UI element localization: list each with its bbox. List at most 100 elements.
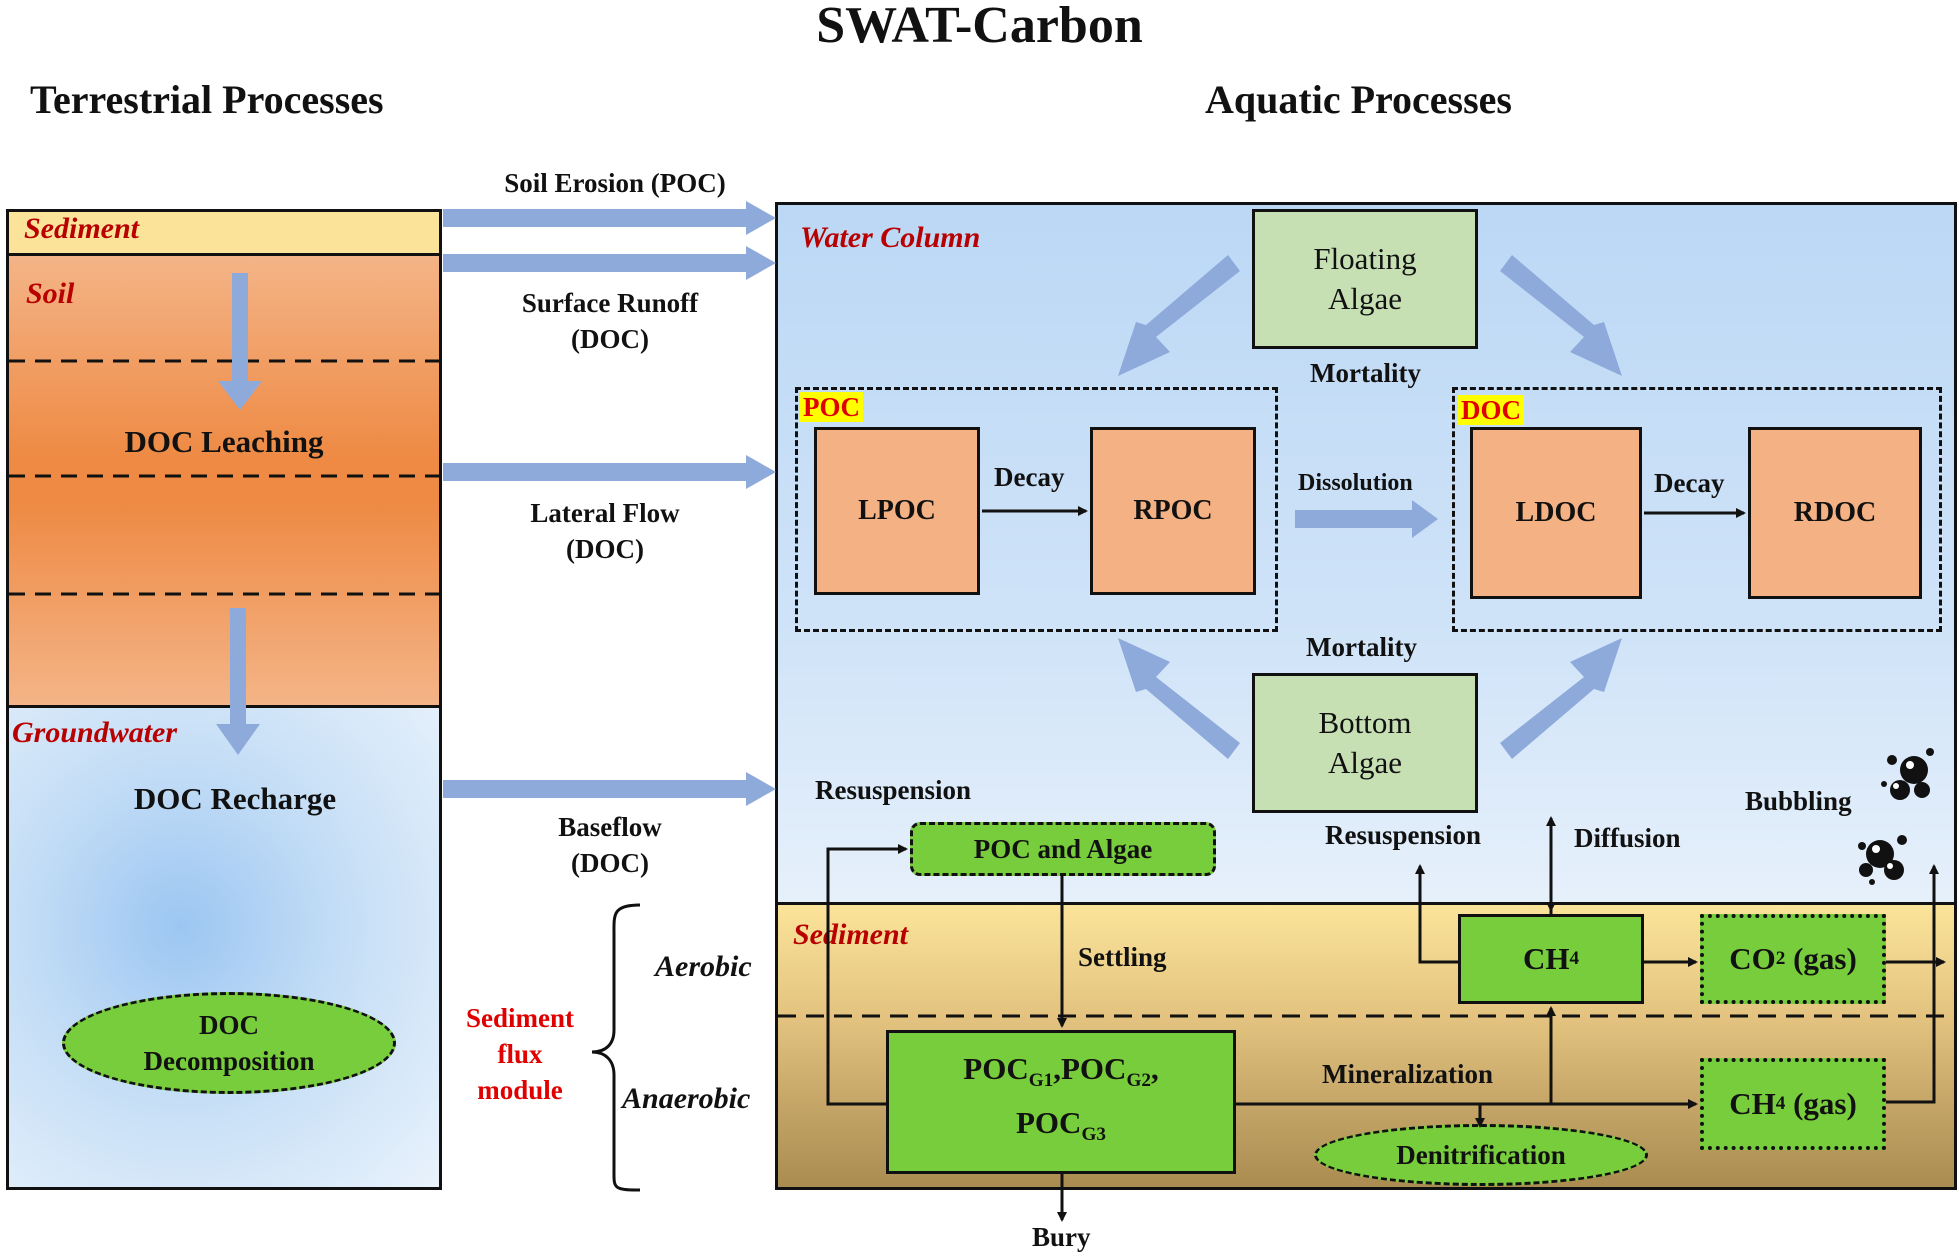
floating-algae-line1: Floating: [1313, 241, 1417, 276]
poc-g-line1: POCG1,POCG2,: [963, 1048, 1158, 1102]
ch4-text: CH: [1522, 941, 1570, 976]
poc-tag: POC: [800, 392, 863, 422]
resuspension-left-arrow: [826, 844, 908, 1106]
sediment-flux-module-line2: flux: [497, 1039, 543, 1069]
mortality-label-top: Mortality: [1310, 358, 1421, 388]
poc-g1-text: POC: [963, 1050, 1029, 1086]
sediment-flux-module-line1: Sediment: [466, 1003, 574, 1033]
denitrification-node: Denitrification: [1314, 1124, 1648, 1186]
ch4-gas-subscript: 4: [1775, 1093, 1786, 1114]
resuspension-right-arrow: [1415, 864, 1458, 964]
poc-g1-sub: G1: [1028, 1070, 1054, 1091]
poc-g-comma: ,: [1150, 1050, 1159, 1086]
bottom-algae-line2: Algae: [1327, 745, 1403, 780]
sediment-flux-brace: [591, 903, 641, 1192]
resuspension-label-right: Resuspension: [1325, 820, 1482, 850]
decay-label-doc: Decay: [1654, 468, 1725, 498]
floating-algae-line2: Algae: [1327, 281, 1403, 316]
bury-label: Bury: [1032, 1222, 1091, 1252]
aquatic-sediment-label: Sediment: [793, 918, 909, 951]
doc-recharge-arrow: [216, 608, 260, 755]
groundwater-label: Groundwater: [12, 716, 178, 749]
terrestrial-sediment-layer: [9, 212, 439, 256]
bubbling-arrow: [1886, 864, 1939, 1104]
terrestrial-panel: [6, 209, 442, 1190]
soil-erosion-label: Soil Erosion (POC): [504, 168, 726, 198]
doc-decomposition-line2: Decomposition: [143, 1046, 315, 1076]
bubbling-label: Bubbling: [1745, 786, 1852, 816]
ch4-subscript: 4: [1569, 948, 1580, 969]
diffusion-label: Diffusion: [1574, 823, 1681, 853]
aerobic-label: Aerobic: [655, 950, 752, 983]
bottom-to-poc-arrow: [1118, 638, 1240, 759]
doc-leaching-label: DOC Leaching: [124, 424, 324, 459]
surface-runoff-label: Surface Runoff (DOC): [470, 285, 750, 357]
floating-algae-box: Floating Algae: [1252, 209, 1478, 349]
terrestrial-heading: Terrestrial Processes: [30, 77, 384, 122]
co2-text: CO: [1729, 941, 1776, 976]
mortality-arrows: [1118, 255, 1622, 759]
ch4-gas-text: CH: [1729, 1086, 1776, 1121]
doc-group: [1452, 387, 1942, 632]
bottom-algae-box: Bottom Algae: [1252, 673, 1478, 813]
co2-suffix: (gas): [1785, 941, 1857, 976]
baseflow-line2: (DOC): [571, 848, 649, 878]
poc-g3-sub: G3: [1081, 1124, 1106, 1146]
soil-erosion-arrow: [443, 201, 776, 235]
dissolution-arrow: [1295, 500, 1438, 538]
resuspension-label-left: Resuspension: [815, 775, 972, 805]
baseflow-arrow: [443, 772, 776, 806]
surface-runoff-line1: Surface Runoff: [521, 288, 699, 318]
lateral-flow-label: Lateral Flow (DOC): [470, 495, 740, 567]
poc-group: [795, 387, 1278, 632]
soil-label: Soil: [26, 277, 75, 310]
lpoc-box: LPOC: [814, 427, 980, 595]
poc-g2-sub: G2: [1126, 1070, 1151, 1091]
baseflow-label: Baseflow (DOC): [470, 809, 750, 881]
terrestrial-sediment-label: Sediment: [24, 212, 140, 245]
bottom-algae-line1: Bottom: [1318, 705, 1412, 740]
sediment-flux-module-line3: module: [477, 1075, 563, 1105]
soil-layer: [9, 256, 439, 708]
anaerobic-label: Anaerobic: [622, 1082, 751, 1115]
co2-subscript: 2: [1775, 948, 1786, 969]
floating-to-doc-arrow: [1500, 255, 1622, 376]
doc-decomposition-node: DOC Decomposition: [62, 992, 396, 1094]
poc-g2-text: ,POC: [1053, 1050, 1127, 1086]
decay-label-poc: Decay: [994, 462, 1065, 492]
mortality-label-bottom: Mortality: [1306, 632, 1417, 662]
baseflow-line1: Baseflow: [558, 812, 662, 842]
poc-g-box: POCG1,POCG2, POCG3: [886, 1030, 1236, 1174]
doc-tag: DOC: [1458, 395, 1524, 425]
groundwater-layer: [9, 708, 439, 1187]
surface-runoff-arrow: [443, 246, 776, 280]
floating-to-poc-arrow: [1118, 255, 1240, 376]
rpoc-box: RPOC: [1090, 427, 1256, 595]
bubbles-highlights: [1872, 761, 1914, 869]
lateral-flow-arrow: [443, 455, 776, 489]
flux-arrows: [443, 201, 776, 806]
lateral-flow-line2: (DOC): [566, 534, 644, 564]
dissolution-label: Dissolution: [1298, 470, 1413, 496]
doc-decomposition-line1: DOC: [199, 1010, 259, 1040]
poc-g-line2: POCG3: [1016, 1102, 1106, 1156]
doc-recharge-label: DOC Recharge: [133, 781, 337, 816]
settling-label: Settling: [1078, 942, 1167, 972]
water-column-label: Water Column: [800, 221, 981, 254]
aquatic-heading: Aquatic Processes: [1205, 77, 1512, 122]
mineralization-label: Mineralization: [1322, 1059, 1493, 1089]
lateral-flow-line1: Lateral Flow: [530, 498, 680, 528]
poc-g3-text: POC: [1016, 1105, 1082, 1140]
ch4-gas-suffix: (gas): [1785, 1086, 1857, 1121]
doc-leaching-arrow: [218, 273, 262, 410]
soil-layer-dividers: [9, 359, 439, 596]
ldoc-box: LDOC: [1470, 427, 1642, 599]
surface-runoff-line2: (DOC): [571, 324, 649, 354]
diagram-title: SWAT-Carbon: [816, 0, 1143, 54]
bubbles-icon: [1858, 748, 1934, 885]
rdoc-box: RDOC: [1748, 427, 1922, 599]
